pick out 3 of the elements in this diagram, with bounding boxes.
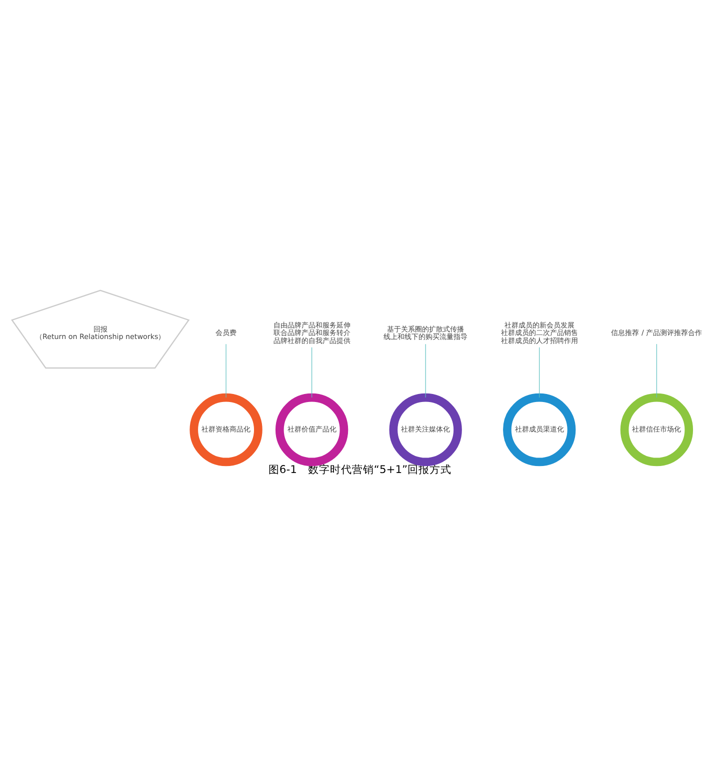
connector: [539, 346, 540, 398]
connector: [656, 343, 657, 398]
connector: [425, 343, 426, 398]
